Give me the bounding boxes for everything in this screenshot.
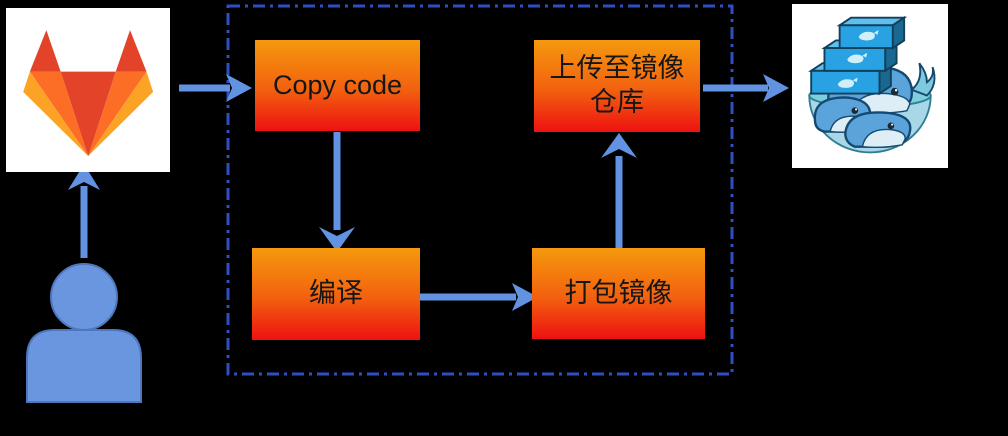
gitlab-tanuki-icon [23,30,154,157]
step-package-image: 打包镜像 [532,248,705,339]
arrow-user-to-gitlab [68,164,100,258]
step-upload-to-registry: 上传至镜像仓库 [534,40,700,132]
arrow-copy-code-to-compile [319,132,355,252]
docker-logo [792,4,948,168]
arrow-gitlab-to-copy-code [179,74,252,102]
pipeline-boundary [226,4,734,376]
arrow-compile-to-package [417,283,538,311]
arrow-upload-to-docker [703,74,789,102]
arrow-package-to-upload [601,133,637,249]
docker-whales-icon [808,15,936,154]
step-copy-code: Copy code [255,40,420,131]
step-compile-label: 编译 [309,278,363,309]
step-compile: 编译 [252,248,420,340]
step-package-image-label: 打包镜像 [564,277,673,308]
step-upload-to-registry-label: 上传至镜像仓库 [549,53,685,117]
step-copy-code-label: Copy code [272,69,403,100]
user-icon [26,263,142,403]
gitlab-logo [6,8,170,172]
